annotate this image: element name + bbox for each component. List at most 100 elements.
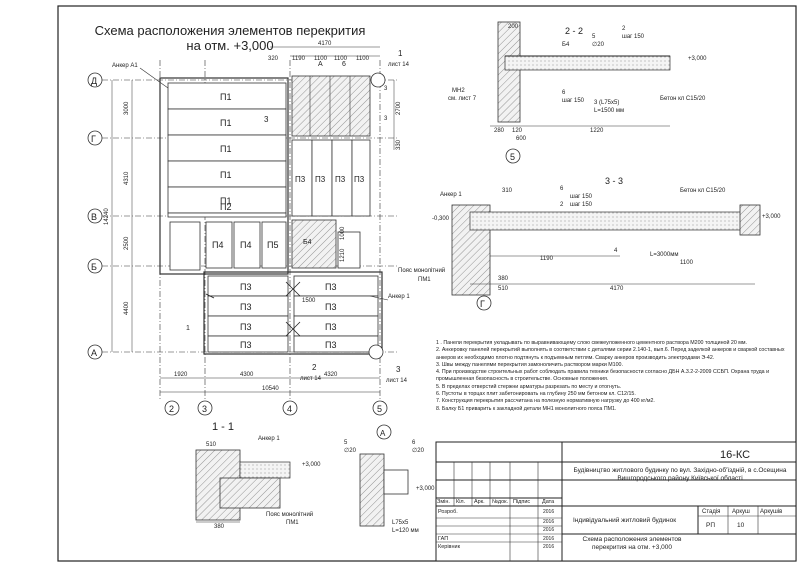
drawing-annotation: Г [91,134,96,144]
drawing-annotation: Змін. [437,499,450,505]
drawing-annotation: Б [91,262,97,272]
drawing-annotation: 330 [396,139,402,150]
drawing-annotation: Підпис [513,499,530,505]
slab-label: П1 [220,118,231,128]
drawing-annotation: 1100 [356,56,370,62]
slab-group-p3-lower: П3 П3 П3 П3 П3 П3 П3 П3 [207,275,379,353]
label-a: А [318,61,323,68]
drawing-annotation: Бетон кл С15/20 [680,188,726,194]
section-3-3: 3 - 3 Анкер 1 6 шаг 150 2 шаг 150 Бетон … [432,176,781,311]
drawing-annotation: 4300 [240,372,254,378]
slab-group-p3-upper: П3 П3 П3 П3 [291,139,371,217]
slab-label: П2 [220,202,231,212]
beam-label: Б4 [303,239,312,246]
drawing-annotation: ∅20 [344,447,357,454]
drawing-annotation: 280 [494,128,505,134]
drawing-annotation: №док. [492,499,509,505]
drawing-annotation: 1 - 1 [212,421,234,433]
drawing-annotation: лист 14 [388,62,410,68]
drawing-annotation: Стадія [702,509,720,515]
drawing-annotation: Кіл. [456,499,466,505]
slab-label: П3 [240,322,251,332]
drawing-annotation: 6 [562,90,566,96]
drawing-annotation: 4 [287,404,292,414]
slab-label: П3 [354,175,365,184]
note-item: 1 . Панели перекрытия укладывать по выра… [436,340,747,346]
grid-axis-rows: Д Г В Б А [87,72,103,360]
section-cut-1: 1 лист 14 3 3 [370,49,410,122]
drawing-annotation: ∅20 [592,41,605,48]
drawing-annotation: лист 14 [386,378,408,384]
drawing-annotation: 3 - 3 [605,176,623,186]
dimension-right: 2700 330 1000 1210 1500 [302,80,402,304]
drawing-annotation: Анкер 1 [258,436,280,442]
drawing-annotation: 5 [510,152,515,162]
slab-label: П3 [240,282,251,292]
drawing-annotation: 2016 [543,544,554,550]
drawing-annotation: 2 - 2 [565,26,583,36]
drawing-annotation: +3,000 [688,56,707,62]
drawing-annotation: 6 [560,186,564,192]
drawing-annotation: А [91,348,97,358]
drawing-annotation: 510 [206,442,217,448]
anchor-a1-label: Анкер А1 [112,63,138,69]
drawing-annotation: Арк. [474,499,485,505]
slab-label: П1 [220,144,231,154]
slab-label: П4 [240,240,251,250]
drawing-annotation: 1100 [680,260,694,266]
drawing-annotation: ГАП [438,536,448,542]
drawing-annotation: Г [480,299,485,309]
drawing-annotation: 2 [622,26,626,32]
drawing-annotation: 600 [516,136,527,142]
slab-label: П3 [325,340,336,350]
drawing-annotation: 5 [592,34,596,40]
drawing-annotation: L=120 мм [392,528,419,534]
belt-code: ПМ1 [418,277,431,283]
drawing-annotation: Д [91,76,97,86]
drawing-annotation: 4310 [124,171,130,185]
drawing-annotation: 4170 [318,41,332,47]
slab-label: П3 [325,322,336,332]
note-item: 8. Балку Б1 приварить к закладной детали… [436,405,617,412]
drawing-annotation: 4 [614,248,618,254]
monolithic-area [291,75,371,137]
drawing-annotation: 510 [498,286,509,292]
drawing-annotation: 120 [512,128,523,134]
drawing-annotation: 1 [186,325,190,332]
drawing-annotation: 380 [498,276,509,282]
slab-group-p1: П1 П1 П1 П1 П1 [167,82,287,214]
drawing-annotation: 3 [202,404,207,414]
slab-label: П3 [335,175,346,184]
note-item: 4. При производстве строительных работ с… [436,369,770,383]
sheet-frame [57,5,797,562]
drawing-annotation: 2016 [543,527,554,533]
label-6: 6 [342,61,346,68]
drawing-annotation: лист 14 [300,376,322,382]
drawing-annotation: 1500 [302,298,316,304]
drawing-annotation: РП [706,522,715,529]
grid-axis-cols: 2 3 4 5 [164,400,388,416]
drawing-annotation: 1220 [590,128,604,134]
slab-label: П3 [240,302,251,312]
drawing-annotation: 1190 [292,56,306,62]
section-2-2: 2 - 2 Б4 5 ∅20 2 шаг 150 МН2 см. лист 7 … [448,21,707,164]
drawing-annotation: Розроб. [438,509,458,515]
note-item: 3. Швы между панелями перекрытия замонол… [436,361,623,368]
section-1-1: 1 - 1 Анкер 1 +3,000 Пояс монолітний ПМ1… [195,421,321,530]
drawing-annotation: +3,000 [416,486,435,492]
drawing-annotation: 1190 [540,256,554,262]
drawing-annotation: 320 [268,56,279,62]
drawing-annotation: 1000 [340,226,346,240]
drawing-annotation: 3 [396,365,401,374]
floor-plan: П1 П1 П1 П1 П1 А 6 П3 П3 П3 П3 П2 [87,41,445,416]
slab-label: П1 [220,92,231,102]
drawing-annotation: 380 [214,524,225,530]
drawing-annotation: L75х5 [392,520,409,526]
section-cut-2: 2 лист 14 3 лист 14 [300,344,408,384]
drawing-annotation: 2016 [543,509,554,515]
drawing-annotation: шаг 150 [622,34,645,40]
slab-label: П1 [220,196,231,206]
drawing-annotation: 4320 [324,372,338,378]
drawing-annotation: 10 [737,522,745,529]
